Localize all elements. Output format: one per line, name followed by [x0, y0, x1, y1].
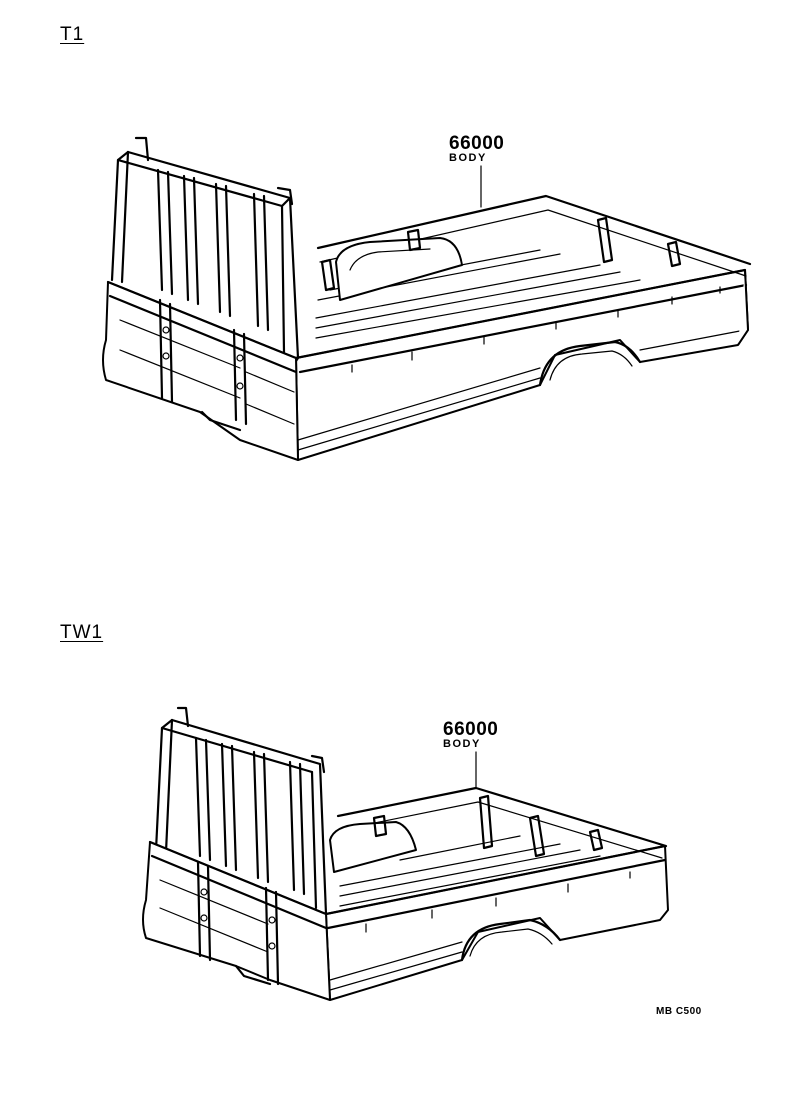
variant-label-t1: T1	[60, 24, 85, 45]
part-number-t1: 66000	[449, 133, 505, 154]
part-name-t1: BODY	[449, 152, 487, 164]
truck-bed-drawing-tw1	[142, 706, 669, 1001]
variant-label-tw1: TW1	[60, 622, 104, 643]
truck-bed-drawing-t1	[102, 136, 752, 461]
part-number-tw1: 66000	[443, 719, 499, 740]
part-name-tw1: BODY	[443, 738, 481, 750]
drawing-code: MB C500	[656, 1006, 702, 1017]
